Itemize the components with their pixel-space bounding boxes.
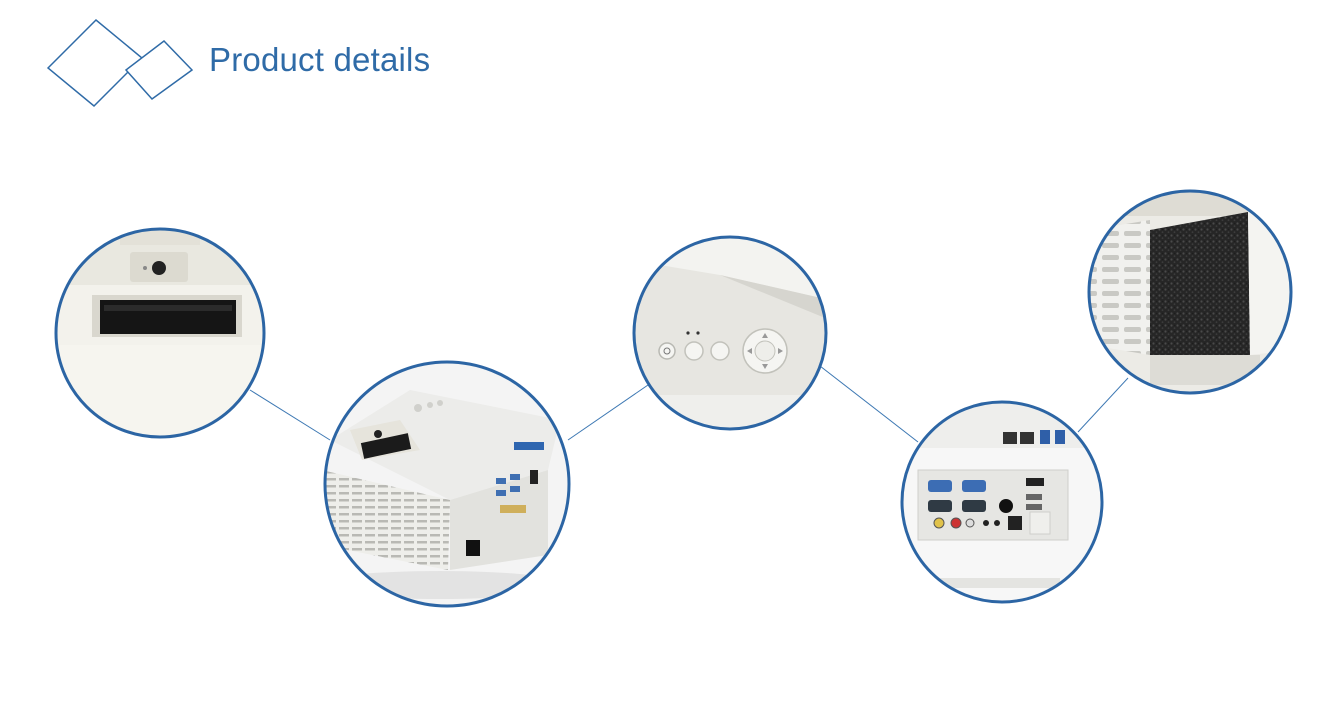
power-button-icon xyxy=(658,342,676,360)
connector-line-filter xyxy=(1077,377,1129,433)
lan-port-icon xyxy=(1003,432,1017,444)
double-diamond-outline-icon xyxy=(46,18,194,108)
menu-button-icon xyxy=(710,341,730,361)
air-filter-closeup xyxy=(1087,189,1293,395)
usb-port-icon xyxy=(1026,494,1042,500)
connector-lines xyxy=(249,365,1129,443)
vga-port-icon xyxy=(928,480,952,492)
connector-line-lens xyxy=(249,389,331,441)
control-panel-closeup xyxy=(632,235,828,431)
hdmi-port-icon xyxy=(1026,478,1044,486)
usb-port-icon xyxy=(1055,430,1065,444)
filter-foam xyxy=(1150,212,1250,360)
audio-port-icon xyxy=(999,499,1013,513)
serial-port-icon xyxy=(928,500,952,512)
vga-port-icon xyxy=(962,480,986,492)
usb-port-icon xyxy=(1040,430,1050,444)
ir-sensor-icon xyxy=(152,261,166,275)
connector-line-control xyxy=(567,384,649,441)
page-title: Product details xyxy=(209,41,431,78)
rear-io-ports-closeup xyxy=(900,400,1104,604)
projector-overview xyxy=(323,360,571,608)
header: Product details xyxy=(44,8,464,116)
ok-button-icon xyxy=(754,340,776,362)
serial-port-icon xyxy=(962,500,986,512)
connector-line-ports xyxy=(819,365,919,443)
source-button-icon xyxy=(684,341,704,361)
lan-port-icon xyxy=(1020,432,1034,444)
rca-audio-port-icon xyxy=(950,517,962,529)
lens-closeup xyxy=(54,227,266,439)
rca-video-port-icon xyxy=(933,517,945,529)
